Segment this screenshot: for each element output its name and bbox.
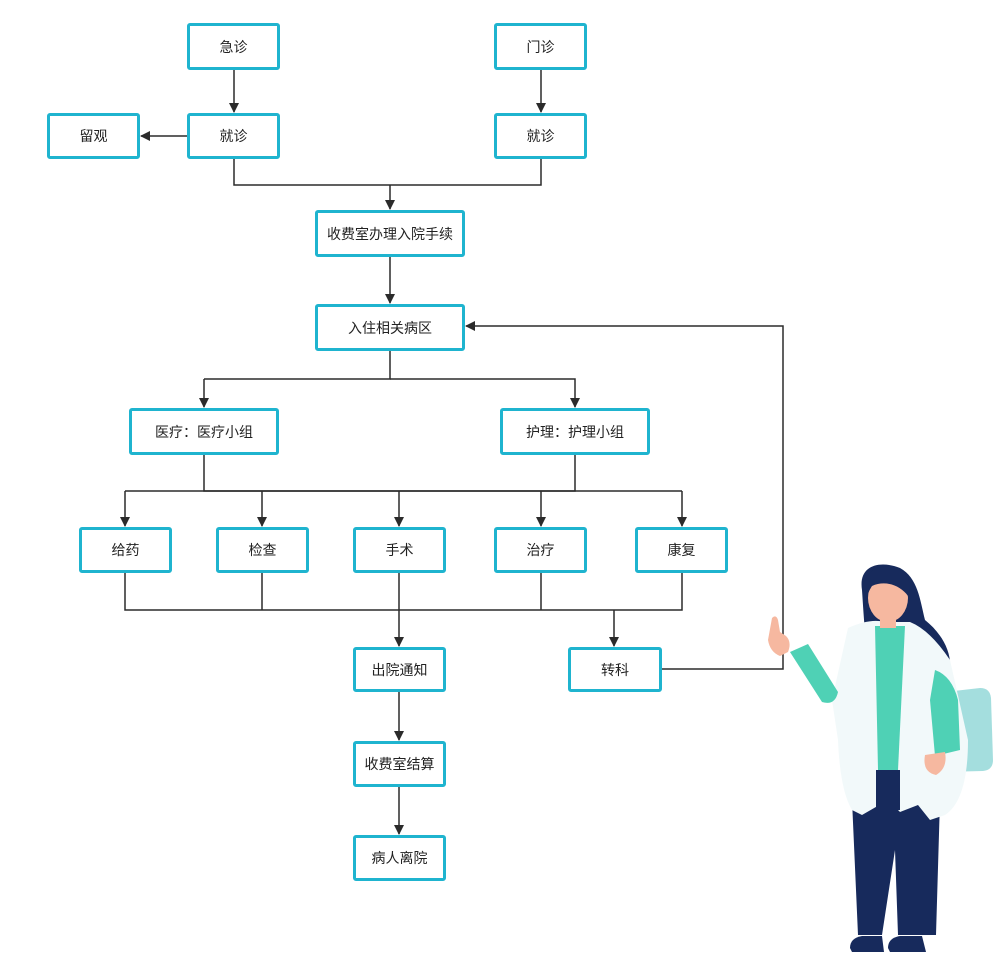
node-patient-leaves: 病人离院: [353, 835, 446, 881]
hair-front: [863, 566, 910, 599]
node-enter-ward: 入住相关病区: [315, 304, 465, 351]
pants-top: [876, 770, 900, 810]
pointing-hand: [768, 616, 790, 656]
connector-activities-merge: [124, 573, 683, 611]
node-settlement: 收费室结算: [353, 741, 446, 787]
node-visit-emergency: 就诊: [187, 113, 280, 159]
holding-arm: [930, 670, 960, 756]
node-observation: 留观: [47, 113, 140, 159]
arrow-ward-to-nursing: [390, 378, 580, 408]
pants: [852, 800, 940, 935]
connector-visits-merge: [233, 159, 542, 186]
node-nursing-team: 护理：护理小组: [500, 408, 650, 455]
node-rehabilitation: 康复: [635, 527, 728, 573]
raised-arm: [790, 644, 838, 703]
node-treatment: 治疗: [494, 527, 587, 573]
node-discharge-notice: 出院通知: [353, 647, 446, 692]
right-shoe: [888, 936, 926, 952]
left-shoe: [850, 936, 884, 952]
node-transfer: 转科: [568, 647, 662, 692]
arrow-transfer-back-to-ward: [465, 321, 784, 670]
node-admission-procedure: 收费室办理入院手续: [315, 210, 465, 257]
node-outpatient: 门诊: [494, 23, 587, 70]
node-medical-team: 医疗：医疗小组: [129, 408, 279, 455]
node-surgery: 手术: [353, 527, 446, 573]
node-medication: 给药: [79, 527, 172, 573]
node-emergency: 急诊: [187, 23, 280, 70]
node-visit-outpatient: 就诊: [494, 113, 587, 159]
node-examination: 检查: [216, 527, 309, 573]
holding-hand: [924, 752, 946, 775]
shirt: [875, 626, 905, 770]
